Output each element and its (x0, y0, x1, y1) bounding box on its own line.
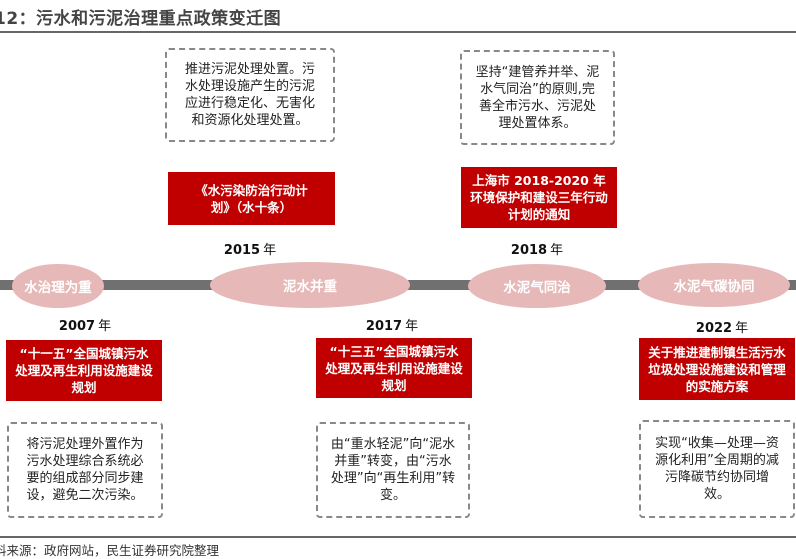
stage-node: 水泥气碳协同 (638, 263, 790, 307)
policy-description: 由“重水轻泥”向“泥水并重”转变，由“污水处理”向“再生利用”转变。 (316, 422, 470, 518)
policy-box: 《水污染防治行动计划》（水十条） (168, 172, 335, 225)
policy-description: 将污泥处理外置作为污水处理综合系统必要的组成部分同步建设，避免二次污染。 (7, 422, 163, 518)
policy-box: 上海市 2018-2020 年环境保护和建设三年行动计划的通知 (461, 167, 617, 228)
policy-description: 实现“收集—处理—资源化利用”全周期的减污降碳节约协同增效。 (639, 420, 795, 518)
policy-description: 推进污泥处理处置。污水处理设施产生的污泥应进行稳定化、无害化和资源化处理处置。 (165, 48, 335, 142)
stage-node: 水治理为重 (12, 264, 104, 308)
figure-title: 12：污水和污泥治理重点政策变迁图 (0, 9, 282, 29)
source-note: 料来源：政府网站，民生证券研究院整理 (0, 543, 220, 558)
stage-node: 泥水并重 (210, 262, 410, 308)
bottom-divider (0, 536, 796, 538)
top-divider (0, 31, 796, 33)
policy-description: 坚持“建管养并举、泥水气同治”的原则,完善全市污水、污泥处理处置体系。 (460, 50, 615, 145)
policy-box: “十三五”全国城镇污水处理及再生利用设施建设规划 (316, 338, 472, 398)
policy-box: “十一五”全国城镇污水处理及再生利用设施建设规划 (6, 340, 162, 401)
stage-node: 水泥气同治 (468, 264, 606, 308)
policy-box: 关于推进建制镇生活污水垃圾处理设施建设和管理的实施方案 (639, 338, 795, 400)
